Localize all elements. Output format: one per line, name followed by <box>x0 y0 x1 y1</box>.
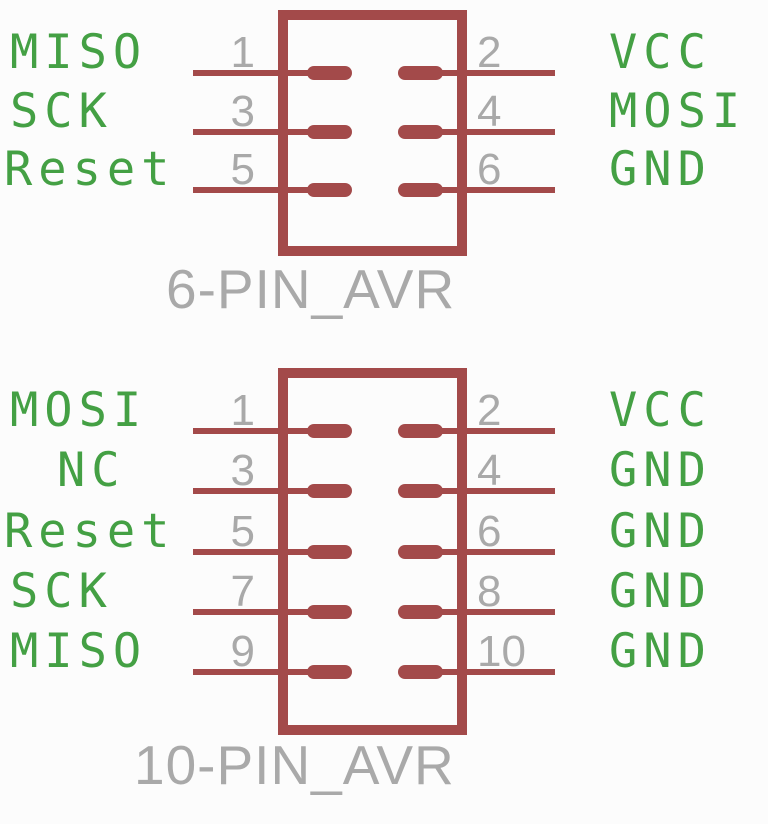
net-label-gnd: GND <box>609 443 712 498</box>
pin-wire-right <box>441 70 555 76</box>
pin-number-4: 4 <box>477 87 502 136</box>
pin-number-2: 2 <box>477 386 502 435</box>
pin-wire-left <box>193 129 312 135</box>
net-label-gnd: GND <box>609 564 712 619</box>
pin-wire-left <box>193 187 312 193</box>
pin-wire-right <box>441 609 555 615</box>
pin-pad-left <box>307 125 352 139</box>
net-label-sck: SCK <box>10 564 113 619</box>
net-label-mosi: MOSI <box>10 383 148 438</box>
pin-number-7: 7 <box>230 567 255 616</box>
pin-number-10: 10 <box>477 627 526 676</box>
pin-wire-right <box>441 428 555 434</box>
net-label-gnd: GND <box>609 504 712 559</box>
part-name-6pin-avr: 6-PIN_AVR <box>166 258 456 320</box>
pin-number-6: 6 <box>477 145 502 194</box>
pin-wire-left <box>193 609 312 615</box>
pin-pad-right <box>398 125 443 139</box>
pin-pad-right <box>398 605 443 619</box>
net-label-mosi: MOSI <box>609 84 747 139</box>
pin-wire-right <box>441 129 555 135</box>
net-label-gnd: GND <box>609 142 712 197</box>
pin-wire-left <box>193 549 312 555</box>
pin-number-2: 2 <box>477 28 502 77</box>
pin-wire-right <box>441 549 555 555</box>
net-label-gnd: GND <box>609 624 712 679</box>
pin-pad-right <box>398 66 443 80</box>
pin-number-3: 3 <box>230 446 255 495</box>
net-label-sck: SCK <box>10 84 113 139</box>
pin-wire-left <box>193 428 312 434</box>
net-label-nc: NC <box>57 443 126 498</box>
pin-wire-right <box>441 488 555 494</box>
pin-wire-right <box>441 187 555 193</box>
pin-number-4: 4 <box>477 446 502 495</box>
pin-pad-right <box>398 183 443 197</box>
part-name-10pin-avr: 10-PIN_AVR <box>134 734 455 796</box>
net-label-vcc: VCC <box>609 383 712 438</box>
net-label-miso: MISO <box>10 25 148 80</box>
pin-pad-right <box>398 665 443 679</box>
pin-wire-left <box>193 488 312 494</box>
pin-pad-left <box>307 545 352 559</box>
net-label-vcc: VCC <box>609 25 712 80</box>
pin-wire-left <box>193 669 312 675</box>
pin-number-3: 3 <box>230 87 255 136</box>
pin-number-8: 8 <box>477 567 502 616</box>
pin-number-5: 5 <box>230 507 255 556</box>
pin-pad-right <box>398 484 443 498</box>
pin-number-1: 1 <box>230 386 255 435</box>
net-label-reset: Reset <box>4 504 176 559</box>
pin-number-5: 5 <box>230 145 255 194</box>
net-label-miso: MISO <box>10 624 148 679</box>
pin-pad-right <box>398 545 443 559</box>
pin-wire-right <box>441 669 555 675</box>
pin-pad-right <box>398 424 443 438</box>
pin-pad-left <box>307 605 352 619</box>
pin-wire-left <box>193 70 312 76</box>
pin-pad-left <box>307 424 352 438</box>
net-label-reset: Reset <box>4 142 176 197</box>
pin-number-1: 1 <box>230 28 255 77</box>
pin-pad-left <box>307 665 352 679</box>
pin-pad-left <box>307 183 352 197</box>
pin-pad-left <box>307 484 352 498</box>
pin-number-9: 9 <box>230 627 255 676</box>
pin-number-6: 6 <box>477 507 502 556</box>
pin-pad-left <box>307 66 352 80</box>
